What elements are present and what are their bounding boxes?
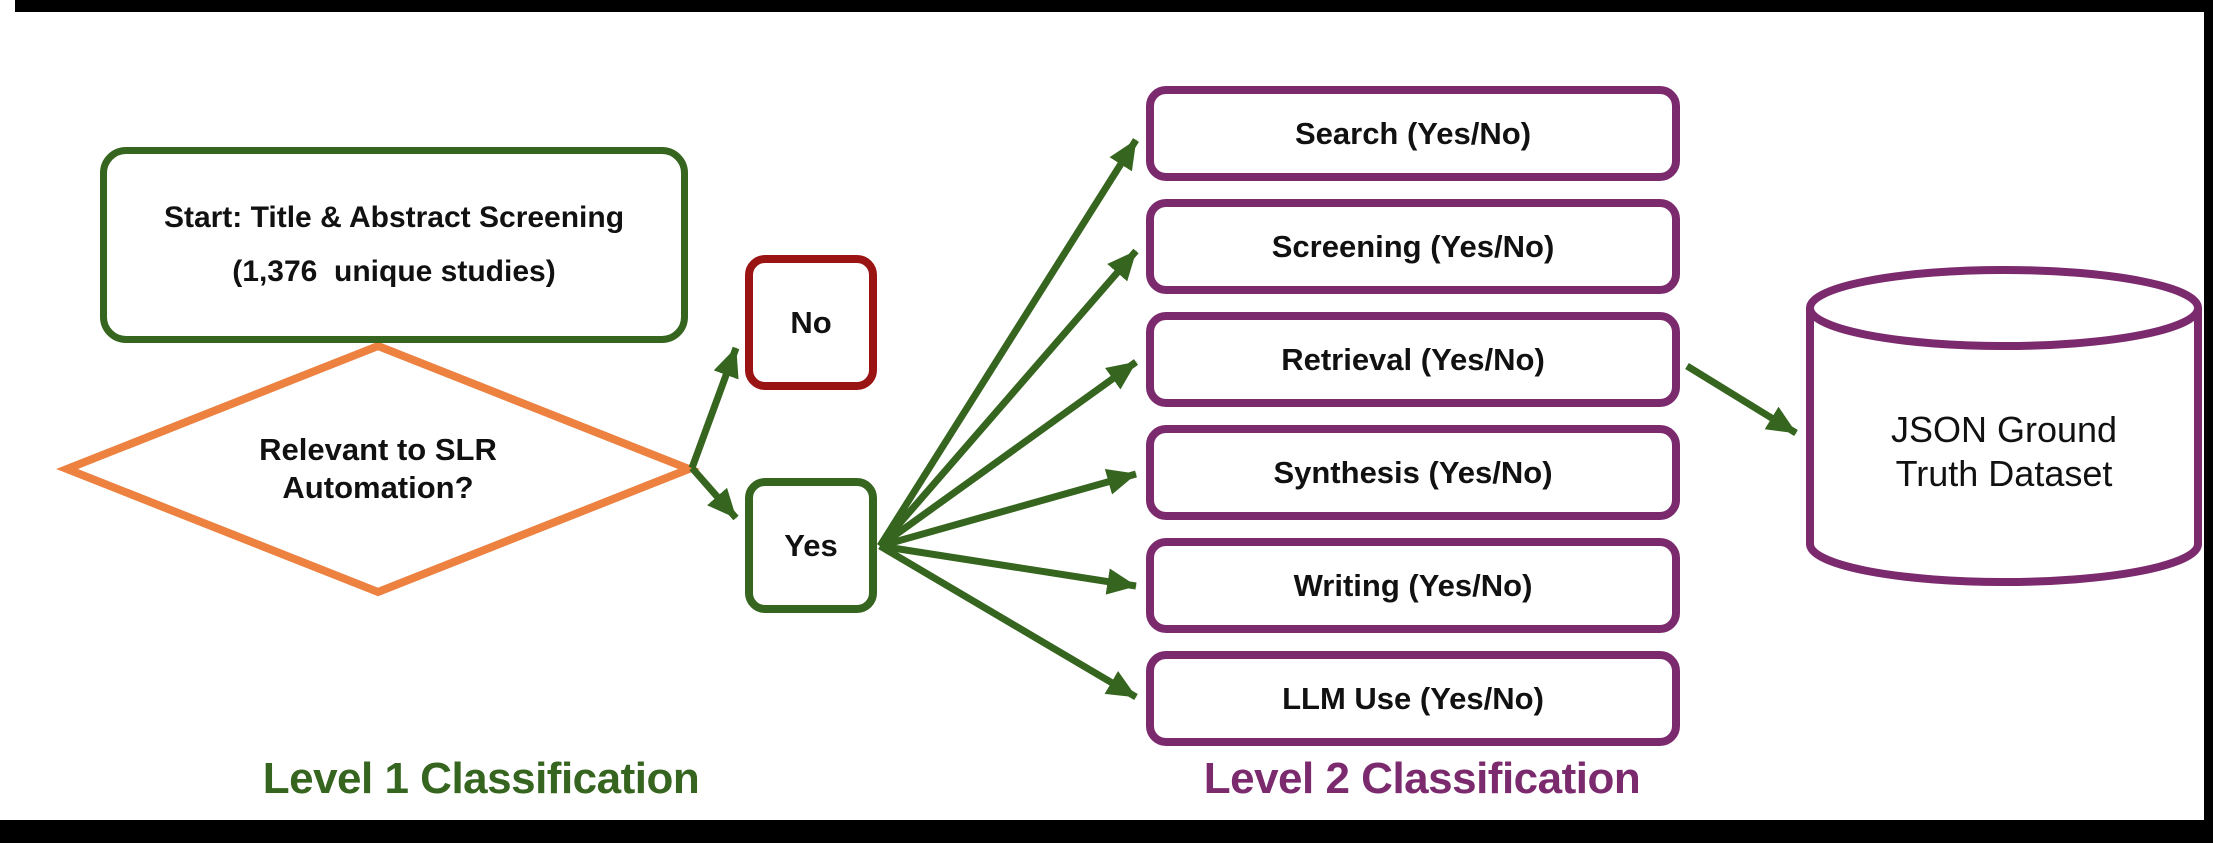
- no-box-label: No: [790, 304, 832, 340]
- arrow-yes-to-search: [877, 138, 1139, 548]
- category-label: Search (Yes/No): [1294, 115, 1532, 151]
- top-black-bar: [15, 0, 2213, 12]
- category-label: LLM Use (Yes/No): [1282, 680, 1544, 716]
- arrow-diamond-to-no: [688, 346, 740, 470]
- yes-box-label: Yes: [784, 527, 838, 563]
- yes-box: Yes: [745, 478, 877, 613]
- dataset-line2: Truth Dataset: [1895, 453, 2113, 494]
- category-label: Retrieval (Yes/No): [1281, 341, 1545, 377]
- start-box-line2: (1,376 unique studies): [232, 255, 556, 288]
- category-box-search: Search (Yes/No): [1146, 86, 1680, 181]
- arrow-yes-to-screening: [877, 248, 1139, 549]
- level2-classification-label: Level 2 Classification: [1203, 754, 1641, 803]
- decision-diamond: [56, 341, 700, 597]
- dataset-label: JSON Ground Truth Dataset: [1814, 408, 2194, 496]
- database-icon: [1806, 266, 2202, 586]
- arrow-yes-to-writing: [879, 542, 1137, 595]
- category-label: Screening (Yes/No): [1271, 228, 1555, 264]
- arrow-diamond-to-yes: [689, 465, 739, 521]
- dataset-line1: JSON Ground: [1890, 409, 2118, 450]
- decision-line2: Automation?: [282, 470, 474, 505]
- start-box-line1: Start: Title & Abstract Screening: [163, 201, 625, 234]
- no-box: No: [745, 255, 877, 390]
- level1-classification-label: Level 1 Classification: [262, 754, 700, 803]
- arrow-yes-to-llm-use: [878, 542, 1138, 701]
- category-box-writing: Writing (Yes/No): [1146, 538, 1680, 633]
- decision-line1: Relevant to SLR: [259, 432, 497, 467]
- arrow-yes-to-retrieval: [877, 359, 1139, 549]
- arrow-retrieval-to-dataset: [1685, 363, 1798, 436]
- category-box-retrieval: Retrieval (Yes/No): [1146, 312, 1680, 407]
- category-box-synthesis: Synthesis (Yes/No): [1146, 425, 1680, 520]
- category-box-screening: Screening (Yes/No): [1146, 199, 1680, 294]
- arrow-yes-to-synthesis: [879, 469, 1137, 550]
- start-box: Start: Title & Abstract Screening (1,376…: [100, 147, 688, 343]
- decision-diamond-label: Relevant to SLR Automation?: [178, 431, 578, 507]
- category-label: Synthesis (Yes/No): [1273, 454, 1553, 490]
- right-black-strip: [2204, 0, 2213, 843]
- category-label: Writing (Yes/No): [1293, 567, 1533, 603]
- category-box-llm-use: LLM Use (Yes/No): [1146, 651, 1680, 746]
- bottom-black-bar: [0, 820, 2213, 843]
